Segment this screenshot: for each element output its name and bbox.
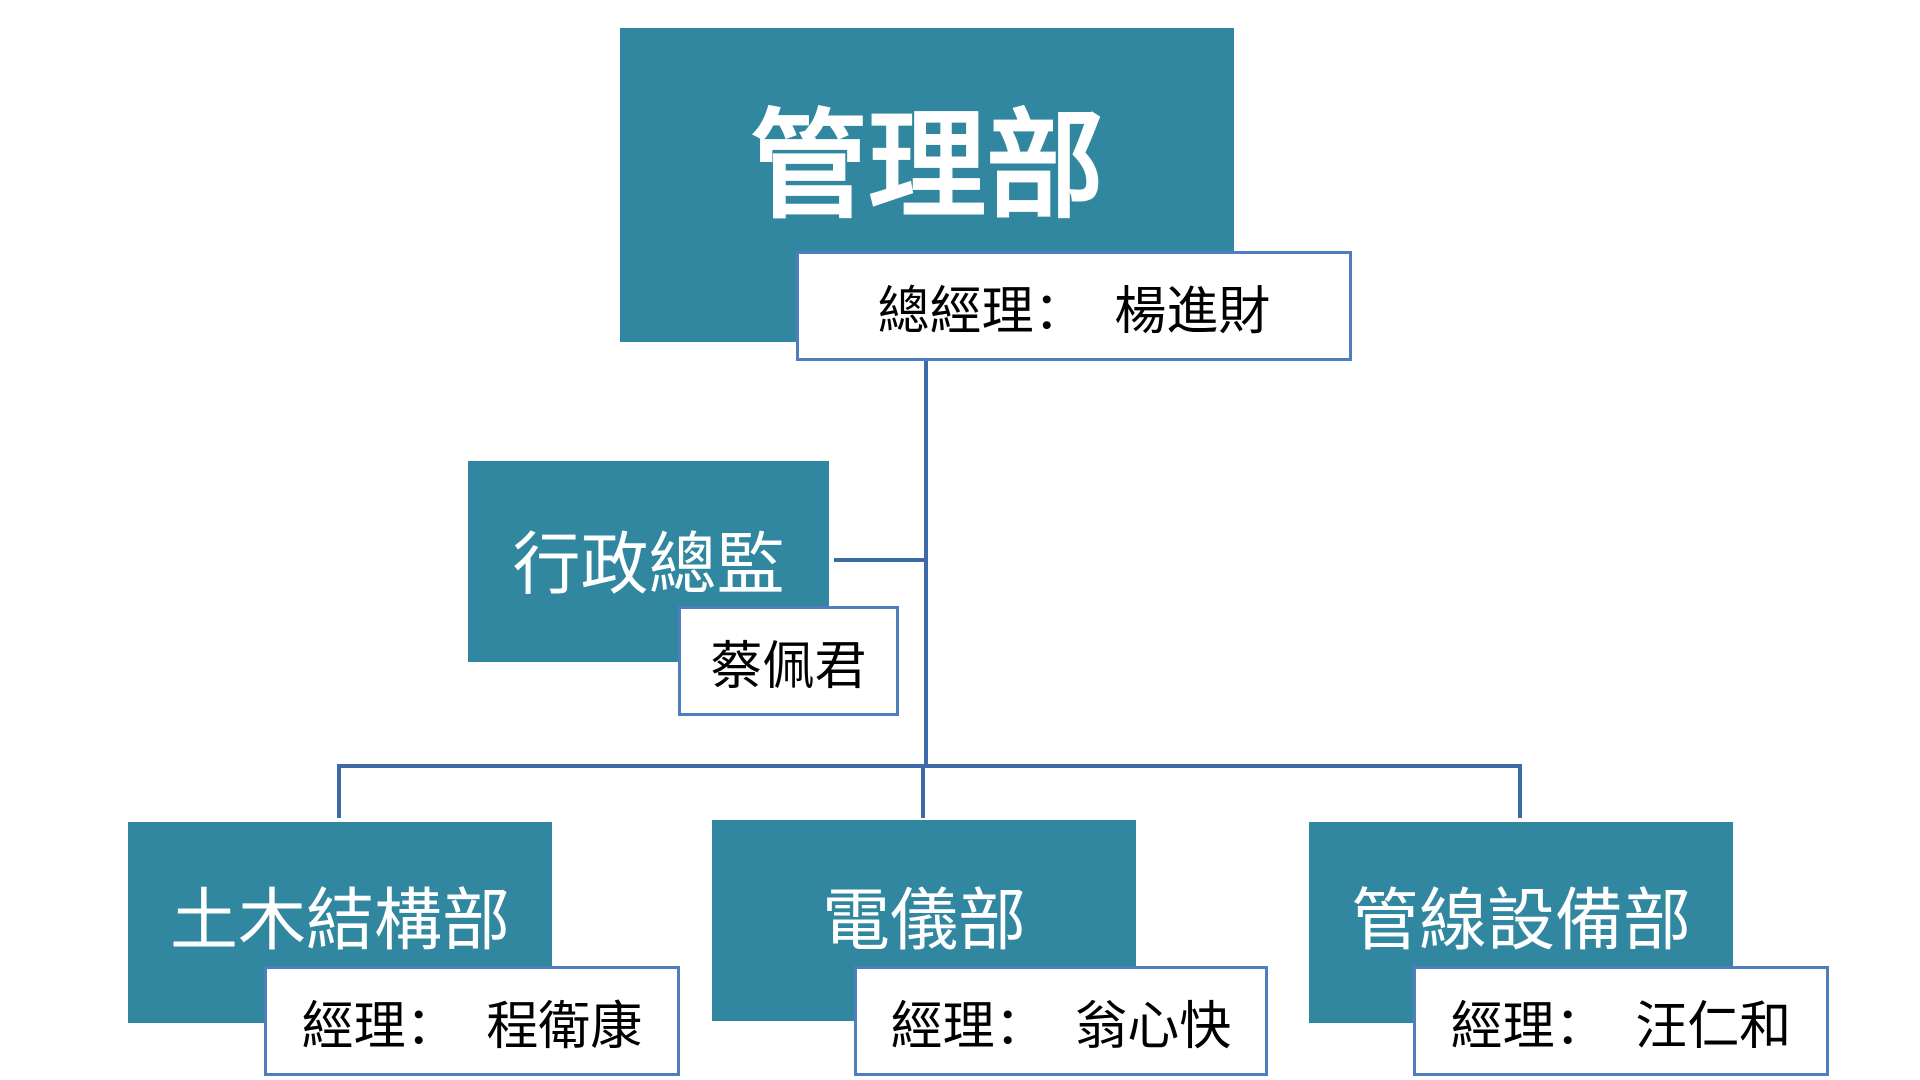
node-admin-director-label: 蔡佩君 — [678, 606, 899, 716]
node-management-manager-label: 總經理： 楊進財 — [796, 251, 1352, 361]
separator-text: ： — [994, 996, 1047, 1057]
person-name: 程衛康 — [486, 996, 643, 1057]
person-name: 翁心快 — [1075, 996, 1232, 1057]
separator-text: ： — [405, 996, 458, 1057]
role-text: 經理 — [301, 996, 406, 1057]
role-text: 經理 — [890, 996, 995, 1057]
node-civil-structure-dept: 土木結構部 — [128, 822, 552, 1023]
node-electrical-instrument-manager-label: 經理： 翁心快 — [854, 966, 1268, 1076]
person-name: 楊進財 — [1114, 281, 1271, 342]
role-text: 經理 — [1450, 996, 1555, 1057]
node-title: 電儀部 — [821, 882, 1026, 961]
node-title: 行政總監 — [512, 526, 785, 605]
node-title: 土木結構部 — [169, 882, 510, 961]
node-civil-structure-manager-label: 經理： 程衛康 — [264, 966, 680, 1076]
node-title: 管線設備部 — [1350, 882, 1691, 961]
person-name: 汪仁和 — [1635, 996, 1792, 1057]
separator-text: ： — [1554, 996, 1607, 1057]
node-title: 管理部 — [749, 96, 1104, 235]
role-text: 總經理 — [877, 281, 1034, 342]
node-piping-equipment-manager-label: 經理： 汪仁和 — [1413, 966, 1829, 1076]
person-name: 蔡佩君 — [710, 636, 867, 697]
separator-text: ： — [1033, 281, 1086, 342]
